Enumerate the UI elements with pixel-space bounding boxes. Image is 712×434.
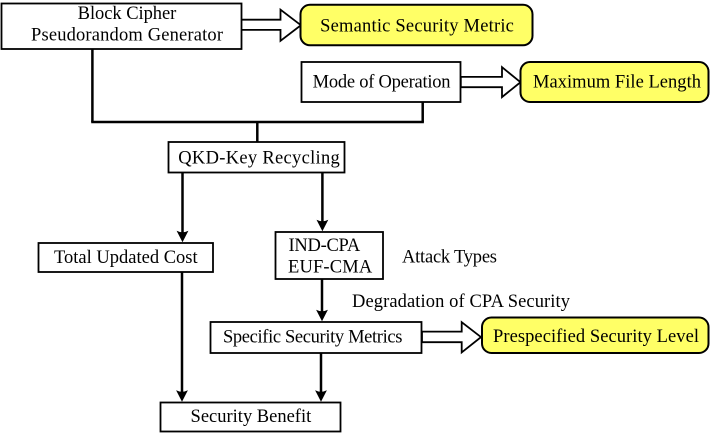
svg-text:IND-CPA: IND-CPA bbox=[289, 236, 361, 256]
svg-text:EUF-CMA: EUF-CMA bbox=[288, 258, 373, 278]
svg-text:Maximum File Length: Maximum File Length bbox=[533, 73, 701, 93]
svg-text:Semantic Security Metric: Semantic Security Metric bbox=[320, 17, 514, 37]
svg-text:Mode of Operation: Mode of Operation bbox=[313, 73, 451, 93]
svg-text:QKD-Key Recycling: QKD-Key Recycling bbox=[178, 149, 340, 169]
svg-text:Block Cipher: Block Cipher bbox=[78, 4, 177, 24]
svg-text:Pseudorandom Generator: Pseudorandom Generator bbox=[31, 25, 223, 45]
svg-text:Attack Types: Attack Types bbox=[402, 248, 497, 268]
svg-text:Degradation of CPA Security: Degradation of CPA Security bbox=[352, 292, 571, 312]
svg-text:Specific Security Metrics: Specific Security Metrics bbox=[223, 327, 403, 347]
svg-text:Prespecified Security Level: Prespecified Security Level bbox=[493, 327, 699, 347]
svg-text:Security Benefit: Security Benefit bbox=[191, 407, 313, 427]
svg-text:Total Updated Cost: Total Updated Cost bbox=[54, 248, 199, 268]
